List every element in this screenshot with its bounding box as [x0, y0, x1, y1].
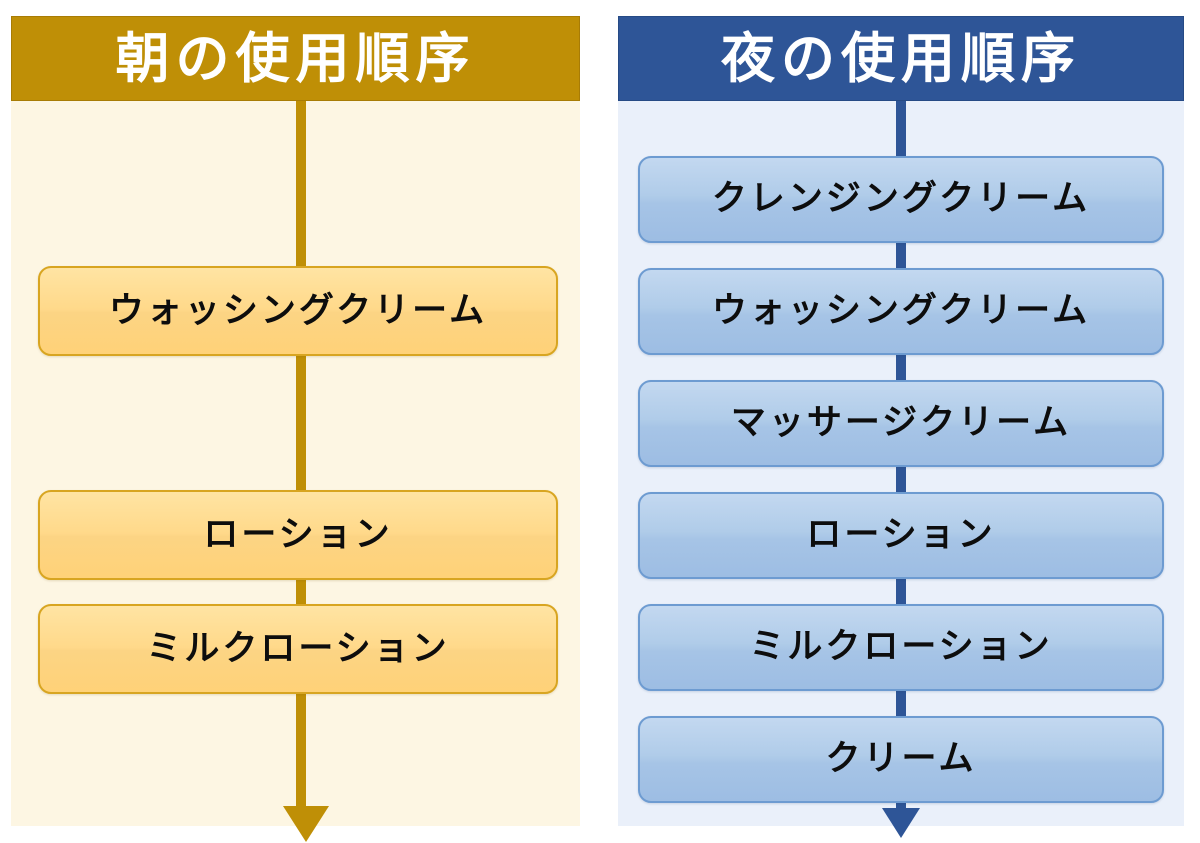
- night-step-1-label: クレンジングクリーム: [711, 179, 1091, 219]
- night-down-arrow-icon: [882, 808, 920, 838]
- night-step-3-label: マッサージクリーム: [730, 403, 1072, 443]
- morning-step-2-label: ローション: [203, 514, 393, 555]
- night-panel-header: 夜の使用順序: [618, 16, 1184, 101]
- night-step-1[interactable]: クレンジングクリーム: [638, 156, 1164, 243]
- morning-step-1[interactable]: ウォッシングクリーム: [38, 266, 558, 356]
- night-step-4-label: ローション: [806, 515, 996, 555]
- night-step-6-label: クリーム: [825, 739, 977, 779]
- night-routine-panel: 夜の使用順序 クレンジングクリーム ウォッシングクリーム マッサージクリーム ロ…: [618, 16, 1184, 838]
- morning-down-arrow-icon: [283, 806, 329, 842]
- morning-step-3[interactable]: ミルクローション: [38, 604, 558, 694]
- night-step-3[interactable]: マッサージクリーム: [638, 380, 1164, 467]
- morning-flow-connector-line: [296, 100, 306, 810]
- night-step-5[interactable]: ミルクローション: [638, 604, 1164, 691]
- night-step-6[interactable]: クリーム: [638, 716, 1164, 803]
- night-step-2[interactable]: ウォッシングクリーム: [638, 268, 1164, 355]
- morning-step-1-label: ウォッシングクリーム: [108, 290, 488, 331]
- morning-step-2[interactable]: ローション: [38, 490, 558, 580]
- night-panel-title: 夜の使用順序: [721, 26, 1081, 90]
- morning-routine-panel: 朝の使用順序 ウォッシングクリーム ローション ミルクローション: [11, 16, 580, 842]
- night-step-2-label: ウォッシングクリーム: [711, 291, 1091, 331]
- night-step-5-label: ミルクローション: [749, 627, 1053, 667]
- morning-panel-title: 朝の使用順序: [115, 26, 476, 90]
- morning-step-3-label: ミルクローション: [146, 628, 450, 669]
- night-step-4[interactable]: ローション: [638, 492, 1164, 579]
- morning-panel-header: 朝の使用順序: [11, 16, 580, 101]
